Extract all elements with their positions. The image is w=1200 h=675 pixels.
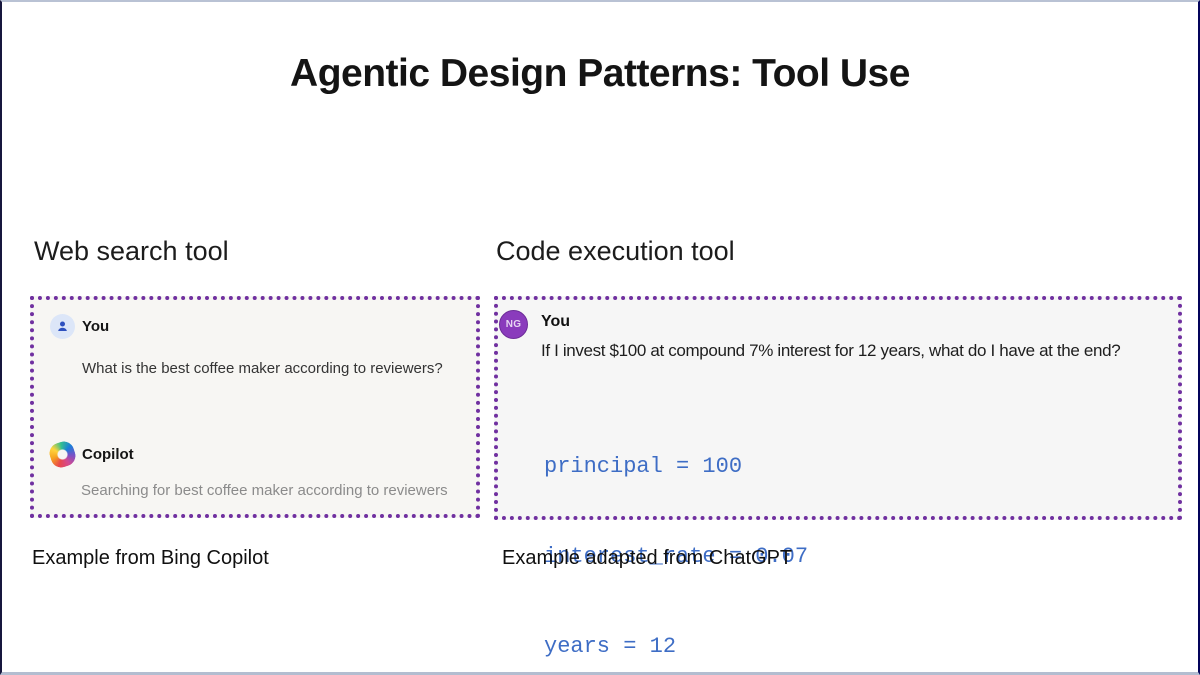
python-code-block: principal = 100 interest_rate = 0.07 yea…	[544, 392, 1125, 672]
section-heading-web-search: Web search tool	[34, 236, 229, 266]
user-avatar	[50, 314, 75, 339]
caption-chatgpt: Example adapted from ChatGPT	[502, 547, 793, 569]
code-line: principal = 100	[544, 454, 743, 479]
user-message-text: If I invest $100 at compound 7% interest…	[541, 341, 1121, 360]
assistant-message-author: Copilot	[82, 446, 134, 463]
user-message-author: You	[541, 313, 571, 330]
caption-bing-copilot: Example from Bing Copilot	[32, 547, 269, 569]
code-line: years = 12	[544, 634, 677, 659]
assistant-status-text: Searching for best coffee maker accordin…	[81, 482, 448, 499]
bing-copilot-chat-panel: You What is the best coffee maker accord…	[30, 296, 480, 518]
copilot-logo-icon	[46, 438, 79, 471]
code-line: interest_rate = 0.07	[544, 544, 809, 569]
user-avatar-initials: NG	[499, 310, 528, 339]
user-message-text: What is the best coffee maker according …	[82, 360, 443, 377]
user-message-author: You	[82, 318, 110, 335]
chatgpt-chat-panel: NG You If I invest $100 at compound 7% i…	[494, 296, 1182, 659]
person-icon	[58, 321, 67, 331]
page-title: Agentic Design Patterns: Tool Use	[290, 52, 910, 95]
section-heading-code-execution: Code execution tool	[496, 236, 735, 266]
